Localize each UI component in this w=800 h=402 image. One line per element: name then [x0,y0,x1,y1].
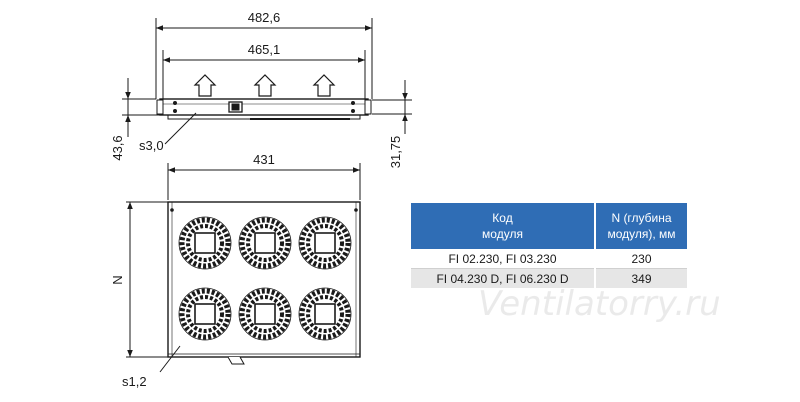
fan-grille-icon [178,216,232,270]
dim-body-width: 431 [253,152,275,167]
table-row: FI 02.230, FI 03.230 230 [411,249,687,269]
airflow-arrow-icon [312,74,336,97]
fan-grille-icon [298,287,352,341]
dim-inner-width: 465,1 [248,42,281,57]
front-view [122,18,412,145]
cell-code: FI 04.230 D, FI 06.230 D [411,268,595,288]
airflow-arrow-icon [253,74,277,97]
thickness-bottom-label: s1,2 [122,374,147,389]
header-module-code: Код модуля [411,203,595,249]
fan-grille-icon [178,287,232,341]
dim-height: 43,6 [110,135,125,160]
fan-grille-icon [238,216,292,270]
module-spec-table: Код модуля N (глубина модуля), мм FI 02.… [411,203,687,288]
fan-grille-icon [298,216,352,270]
fan-grid [178,216,352,341]
header-module-depth: N (глубина модуля), мм [594,203,687,249]
table-row: FI 04.230 D, FI 06.230 D 349 [411,268,687,288]
airflow-arrow-icon [193,74,217,97]
watermark: Ventilatorry.ru [478,284,721,324]
fan-grille-icon [238,287,292,341]
cell-depth: 349 [594,268,687,288]
dim-depth: N [110,275,125,284]
cell-code: FI 02.230, FI 03.230 [411,249,595,269]
dim-overall-width: 482,6 [248,10,281,25]
thickness-top-label: s3,0 [139,138,164,153]
dim-side-height: 31,75 [388,136,403,169]
cell-depth: 230 [594,249,687,269]
